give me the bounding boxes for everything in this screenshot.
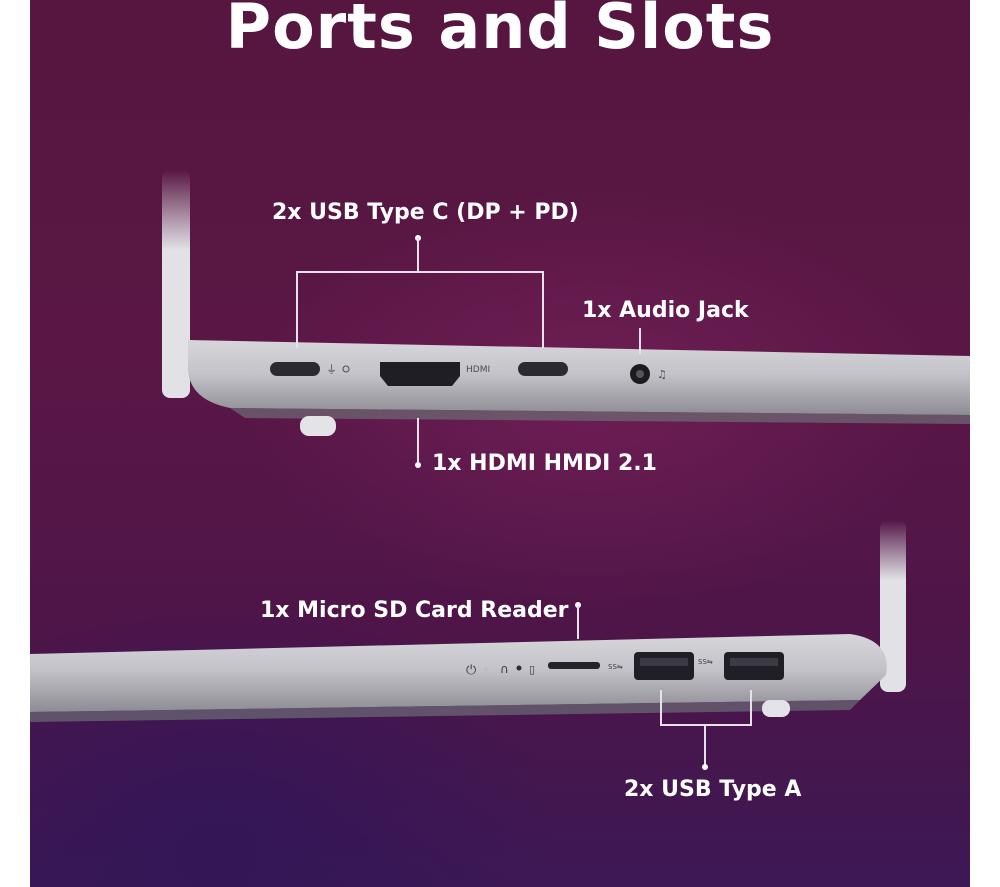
top-laptop: ⏚ HDMI ♫ (162, 170, 970, 436)
usb-a-label: 2x USB Type A (624, 777, 802, 802)
top-laptop-lid (162, 170, 190, 398)
usb-c-callout-stem (417, 238, 419, 271)
micro-sd-slot (548, 662, 600, 669)
usb-c-port-1 (270, 362, 320, 376)
usb-a-callout-bar (660, 724, 752, 726)
hdmi-callout-line (417, 418, 419, 462)
micro-sd-label: 1x Micro SD Card Reader (260, 598, 569, 623)
headphone-icon: ♫ (657, 368, 667, 381)
bottom-laptop-foot (762, 700, 790, 717)
usb-a-callout-dot (702, 764, 708, 770)
usb-c-callout-bar (296, 271, 544, 273)
charge-led-icon (342, 365, 350, 373)
hdmi-callout-dot (415, 462, 421, 468)
hdmi-port-mark: HDMI (466, 365, 490, 375)
bottom-laptop: ⏻ ∩ ▯ SS⇋ SS⇋ (30, 520, 906, 722)
usb-a-callout-right (750, 690, 752, 726)
audio-callout-line (639, 328, 641, 354)
audio-jack-label: 1x Audio Jack (582, 298, 749, 323)
usb-c-callout-right (542, 271, 544, 348)
power-icon: ⏻ (466, 663, 476, 678)
micro-sd-callout-line (577, 605, 579, 639)
headphone-icon: ∩ (500, 662, 509, 676)
product-image: Ports and Slots ⏚ (30, 0, 970, 887)
usb-a-callout-left (660, 690, 662, 726)
usb-c-port-2 (518, 362, 568, 376)
usb-ss-charge-icon: SS⇋ (698, 658, 713, 666)
usb-ss-icon: SS⇋ (608, 663, 623, 671)
hdmi-port (380, 362, 460, 386)
page-title: Ports and Slots (225, 0, 775, 63)
power-plug-icon: ⏚ (326, 363, 337, 376)
top-laptop-foot (300, 416, 336, 436)
hdmi-label: 1x HDMI HMDI 2.1 (432, 451, 657, 476)
usb-c-callout-left (296, 271, 298, 348)
bottom-laptop-lid (880, 520, 906, 692)
usb-c-label: 2x USB Type C (DP + PD) (272, 200, 579, 225)
top-laptop-base (188, 340, 970, 415)
usb-a-callout-stem (704, 726, 706, 766)
laptop-illustration: ⏚ HDMI ♫ ⏻ ∩ ▯ SS⇋ SS⇋ (30, 170, 970, 722)
sd-card-icon: ▯ (529, 663, 535, 676)
